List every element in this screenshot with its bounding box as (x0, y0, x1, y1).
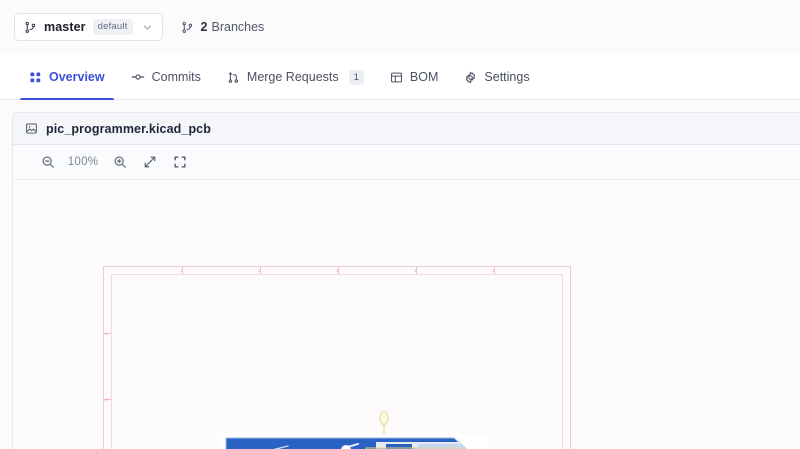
tab-settings[interactable]: Settings (451, 54, 542, 100)
table-icon (390, 71, 403, 84)
image-file-icon (25, 122, 38, 135)
branches-link[interactable]: 2 Branches (181, 20, 265, 34)
pcb-probe-graphic (379, 411, 389, 439)
pcb-render-canvas[interactable]: 1 2 3 4 5 A B C D (13, 180, 800, 449)
zoom-out-button[interactable] (33, 149, 63, 175)
tab-label: BOM (409, 70, 439, 84)
tab-bom[interactable]: BOM (377, 54, 451, 100)
tab-overview[interactable]: Overview (16, 54, 118, 100)
fullscreen-button[interactable] (165, 149, 195, 175)
merge-request-icon (227, 71, 240, 84)
gear-icon (464, 71, 477, 84)
branch-name: master (44, 20, 86, 34)
kicad-page-frame-inner (111, 274, 563, 449)
expand-arrows-icon (143, 155, 157, 169)
viewer-toolbar: 100% (13, 145, 800, 180)
branch-bar: master default 2 Branches (0, 0, 800, 54)
file-viewer-card: pic_programmer.kicad_pcb 100% (12, 112, 800, 449)
merge-requests-count-badge: 1 (348, 69, 364, 85)
git-branch-icon (181, 21, 194, 34)
tab-bar: Overview Commits Merge Re (0, 54, 800, 100)
tab-label: Commits (151, 70, 201, 84)
zoom-in-button[interactable] (105, 149, 135, 175)
tab-label: Merge Requests (246, 70, 339, 84)
tab-label: Overview (49, 70, 105, 84)
grid-icon (29, 71, 42, 84)
tab-merge-requests[interactable]: Merge Requests 1 (214, 54, 377, 100)
pcb-board-image (218, 434, 488, 449)
tab-label: Settings (484, 70, 530, 84)
chevron-down-icon[interactable] (142, 22, 153, 33)
zoom-in-icon (113, 155, 127, 169)
expand-button[interactable] (135, 149, 165, 175)
file-viewer-header: pic_programmer.kicad_pcb (13, 113, 800, 145)
fullscreen-icon (173, 155, 187, 169)
git-branch-icon (24, 21, 37, 34)
commit-icon (131, 70, 145, 84)
kicad-page-frame: 1 2 3 4 5 A B C D (103, 266, 571, 449)
zoom-level-label: 100% (67, 156, 99, 168)
branches-count: 2 (200, 20, 208, 34)
default-branch-badge: default (92, 19, 133, 35)
zoom-out-icon (41, 155, 55, 169)
branches-label: Branches (211, 20, 265, 34)
branch-selector[interactable]: master default (14, 13, 163, 41)
tab-commits[interactable]: Commits (118, 54, 214, 100)
file-name: pic_programmer.kicad_pcb (46, 121, 211, 136)
